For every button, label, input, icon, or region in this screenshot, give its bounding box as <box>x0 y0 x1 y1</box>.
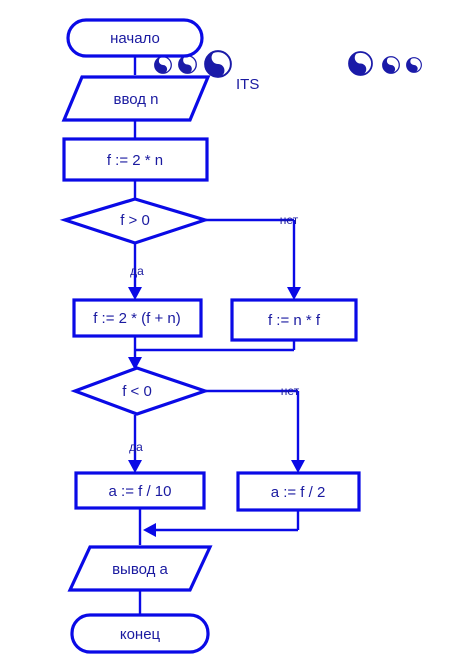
end-node-label: конец <box>120 626 161 643</box>
no-branch-node-2-label: a := f / 2 <box>271 484 326 501</box>
no-branch-node-1-label: f := n * f <box>268 312 321 329</box>
output-node: вывод a <box>67 545 213 592</box>
no-label-1: нет <box>280 213 299 227</box>
start-node: начало <box>66 18 204 58</box>
logo-text: ITS <box>236 76 259 93</box>
yin-yang-icon <box>178 55 197 74</box>
its-logo: ITS <box>154 50 422 93</box>
start-node-label: начало <box>110 30 160 47</box>
yin-yang-icon <box>382 56 400 74</box>
yes-branch-node-2: a := f / 10 <box>74 471 206 510</box>
yin-yang-icon <box>348 51 373 76</box>
yin-yang-icon <box>406 57 422 73</box>
condition-node-2: f < 0 <box>70 366 210 416</box>
yes-label-2: да <box>129 440 143 454</box>
input-node-label: ввод n <box>113 91 158 108</box>
condition-node-1-label: f > 0 <box>120 212 150 229</box>
assign-node-label: f := 2 * n <box>107 152 163 169</box>
yin-yang-icon <box>204 50 232 78</box>
yes-branch-node-1: f := 2 * (f + n) <box>72 298 203 338</box>
no-branch-node-1: f := n * f <box>230 298 358 342</box>
output-node-label: вывод a <box>112 561 168 578</box>
condition-node-1: f > 0 <box>59 197 211 245</box>
input-node: ввод n <box>61 75 211 122</box>
end-node: конец <box>70 613 210 654</box>
no-branch-node-2: a := f / 2 <box>236 471 361 512</box>
connectors <box>128 56 305 615</box>
yin-yang-icon <box>154 56 172 74</box>
assign-node: f := 2 * n <box>62 137 209 182</box>
no-label-2: нет <box>281 384 300 398</box>
yes-branch-node-1-label: f := 2 * (f + n) <box>93 310 181 327</box>
condition-node-2-label: f < 0 <box>122 383 152 400</box>
yes-branch-node-2-label: a := f / 10 <box>109 483 172 500</box>
yes-label-1: да <box>130 264 144 278</box>
